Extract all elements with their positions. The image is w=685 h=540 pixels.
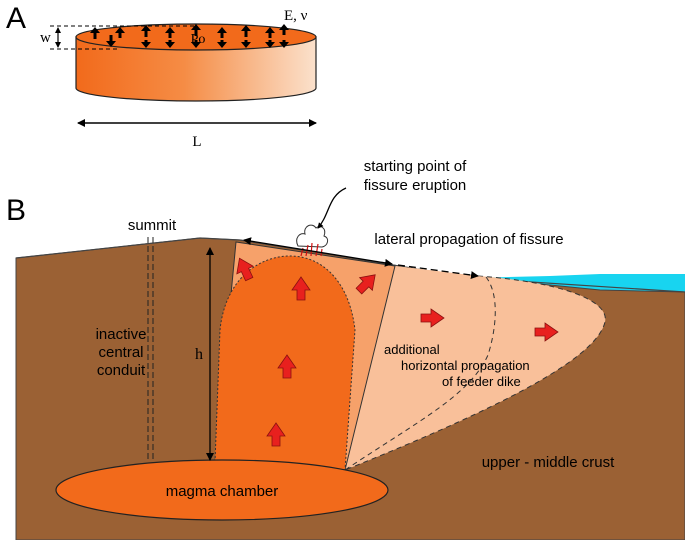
pressure-arrow	[217, 27, 227, 48]
magma-flow-arrows	[236, 257, 559, 447]
flow-arrow-right	[534, 322, 559, 342]
pressure-arrow	[191, 24, 201, 48]
horizontal-label-line2: horizontal propagation	[401, 358, 530, 373]
flow-arrow-up	[277, 354, 297, 379]
dike-front-inner	[344, 276, 496, 471]
width-label: w	[40, 30, 51, 46]
pressure-arrow	[141, 25, 151, 48]
flow-arrow-up	[266, 422, 286, 447]
lateral-propagation-label: lateral propagation of fissure	[374, 231, 563, 248]
summit-label: summit	[128, 217, 177, 234]
pressure-arrow	[90, 27, 116, 47]
flow-arrow-up	[291, 276, 311, 301]
starting-point-label-line1: starting point of	[364, 158, 467, 175]
crust-label: upper - middle crust	[482, 454, 615, 471]
horizontal-label-line3: of feeder dike	[442, 374, 521, 389]
horizontal-label-line1: additional	[384, 342, 440, 357]
panel-b-label: B	[6, 194, 26, 227]
width-dimension	[50, 25, 195, 50]
pressure-arrow	[115, 27, 125, 38]
panel-b: B magma chamber inactive central conduit…	[6, 158, 685, 540]
starting-point-callout	[317, 187, 347, 229]
depth-label: h	[195, 346, 203, 363]
material-label: E, ν	[284, 8, 308, 24]
sea-water	[470, 274, 685, 292]
dike-front-outer	[344, 275, 606, 471]
panel-a-label: A	[6, 2, 26, 35]
flow-arrow-up-right	[355, 274, 376, 295]
lateral-propagation-arrow	[243, 237, 393, 267]
starting-point-label-line2: fissure eruption	[364, 177, 467, 194]
flow-arrow-right	[420, 308, 445, 328]
magma-chamber-label: magma chamber	[166, 483, 279, 500]
pressure-arrow	[265, 27, 275, 48]
cylinder-side	[75, 36, 317, 102]
pressure-arrow	[279, 24, 289, 48]
length-label: L	[192, 134, 201, 150]
conduit-label-line3: conduit	[97, 362, 146, 379]
magma-chamber	[55, 459, 389, 521]
inactive-central-conduit	[147, 237, 154, 462]
pressure-arrows	[90, 24, 289, 48]
lateral-propagation-arrow-extended	[397, 264, 479, 280]
conduit-label-line1: inactive	[96, 326, 147, 343]
pressure-arrow	[241, 25, 251, 48]
pressure-label: Po	[191, 32, 206, 47]
panel-a: A Po w E, ν L	[6, 2, 317, 150]
pressure-arrow	[165, 27, 175, 48]
conduit-label-line2: central	[98, 344, 143, 361]
